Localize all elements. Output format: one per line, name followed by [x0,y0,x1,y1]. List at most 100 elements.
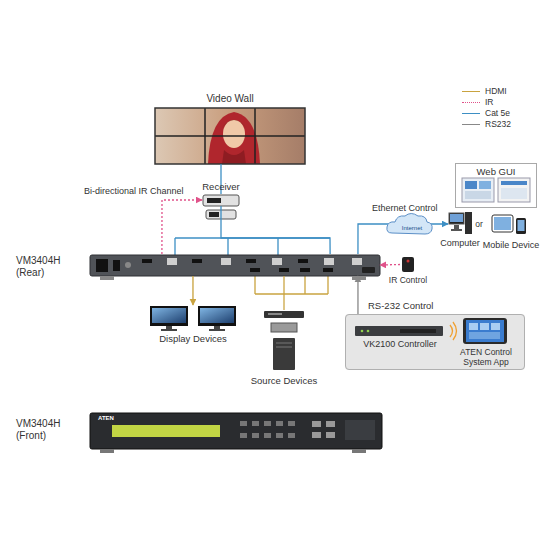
ir-remote-icon [402,257,414,272]
web-gui-box: Web GUI [455,163,537,208]
video-wall-image [223,120,245,148]
matrix-front-panel [288,433,295,438]
rs232-control-panel [367,330,370,333]
mobile-device-icon [518,220,525,231]
source-device-icon [276,347,292,348]
node-label: Computer [430,238,490,249]
receiver-unit [209,212,219,217]
node-label: Web GUI [456,166,536,177]
matrix-rear-panel [142,259,152,263]
web-gui-screen [479,181,491,189]
matrix-rear-panel [272,258,282,265]
hdmi-wire [255,293,328,294]
matrix-front-panel [312,421,321,427]
mobile-device-icon [492,215,526,234]
source-device-icon [273,338,295,370]
video-wall-image [155,108,305,164]
matrix-rear-panel [362,267,375,273]
node-label: IR Control [383,275,433,285]
matrix-rear-panel [192,259,202,263]
display-monitor [200,308,234,323]
video-wall-image [208,112,260,164]
matrix-rear-panel [352,258,362,265]
computer-icon: Computer [448,212,472,236]
matrix-rear-panel [352,276,366,280]
matrix-switch-front: VM3404H (Front) [90,413,382,449]
cat5e-wire [174,238,175,255]
legend-label: HDMI [485,86,545,96]
signal-connector [283,276,284,310]
hdmi-wire [254,276,255,294]
rs232-control-panel [355,326,443,336]
node-label: ATEN Control System App [446,347,526,367]
web-gui-screen [498,178,530,202]
matrix-rear-panel [96,259,108,272]
signal-connector [192,276,193,305]
signal-connector [221,206,330,254]
node-label: Source Devices [234,375,334,386]
rs232-control-panel [361,330,364,333]
matrix-rear-panel [300,268,310,272]
matrix-front-panel [90,413,382,449]
display-monitor [198,306,236,326]
matrix-front-panel [112,425,220,437]
matrix-front-panel [326,432,335,438]
display-monitor [166,326,172,329]
mobile-device-icon [494,217,511,230]
matrix-front-panel [345,420,375,440]
legend-line-sample [462,102,480,103]
computer-icon [449,213,464,224]
source-device-icon [264,311,304,318]
matrix-front-panel [312,432,321,438]
legend-line-sample [462,124,480,125]
annotation-label: ATEN [98,415,128,422]
node-label: VK2100 Controller [350,339,450,350]
matrix-rear-panel [221,258,231,265]
node-label: Video Wall [180,93,280,105]
matrix-front-panel [326,421,335,427]
receiver-unit [203,195,239,206]
web-gui-screen [462,178,494,202]
matrix-rear-panel [113,260,120,271]
display-monitor [214,326,220,329]
signal-connector [380,264,400,266]
web-gui-screen [501,181,527,185]
matrix-switch-rear: VM3404H (Rear) [90,254,380,276]
rs232-control-panel [469,332,500,339]
cat5e-wire [175,238,330,255]
web-gui-screen [455,163,537,208]
computer-icon [450,214,463,222]
rs232-control-panel [450,325,453,337]
matrix-front-panel [276,421,283,426]
matrix-rear-panel [90,255,380,276]
display-devices: Display Devices [148,305,238,330]
source-device-icon [268,313,282,315]
matrix-rear-panel [167,258,177,265]
web-gui-screen [465,181,477,189]
legend-line-sample [462,113,480,114]
legend-label: IR [485,97,545,107]
matrix-front-panel [352,449,366,453]
matrix-rear-panel [279,268,289,272]
mobile-device-icon [492,215,513,232]
matrix-front-panel [252,421,259,426]
legend-row: HDMI [462,86,542,97]
matrix-rear-panel [100,276,114,280]
rs232-control-group: RS-232 ControlVK2100 ControllerATEN Cont… [345,314,525,370]
node-label: Display Devices [143,333,243,344]
controller-device: VK2100 Controller [356,327,444,337]
matrix-front-panel [240,421,247,426]
node-label: VM3404H (Front) [16,418,68,442]
computer-icon [454,225,459,229]
rs232-control-panel [400,329,436,333]
rs232-control-panel [469,323,478,330]
control-app-icon: ATEN Control System App [464,319,508,345]
matrix-rear-panel [250,268,260,272]
legend-line-sample [462,91,480,92]
ir-control-icon: IR Control [400,256,416,273]
legend-row: Cat 5e [462,108,542,119]
